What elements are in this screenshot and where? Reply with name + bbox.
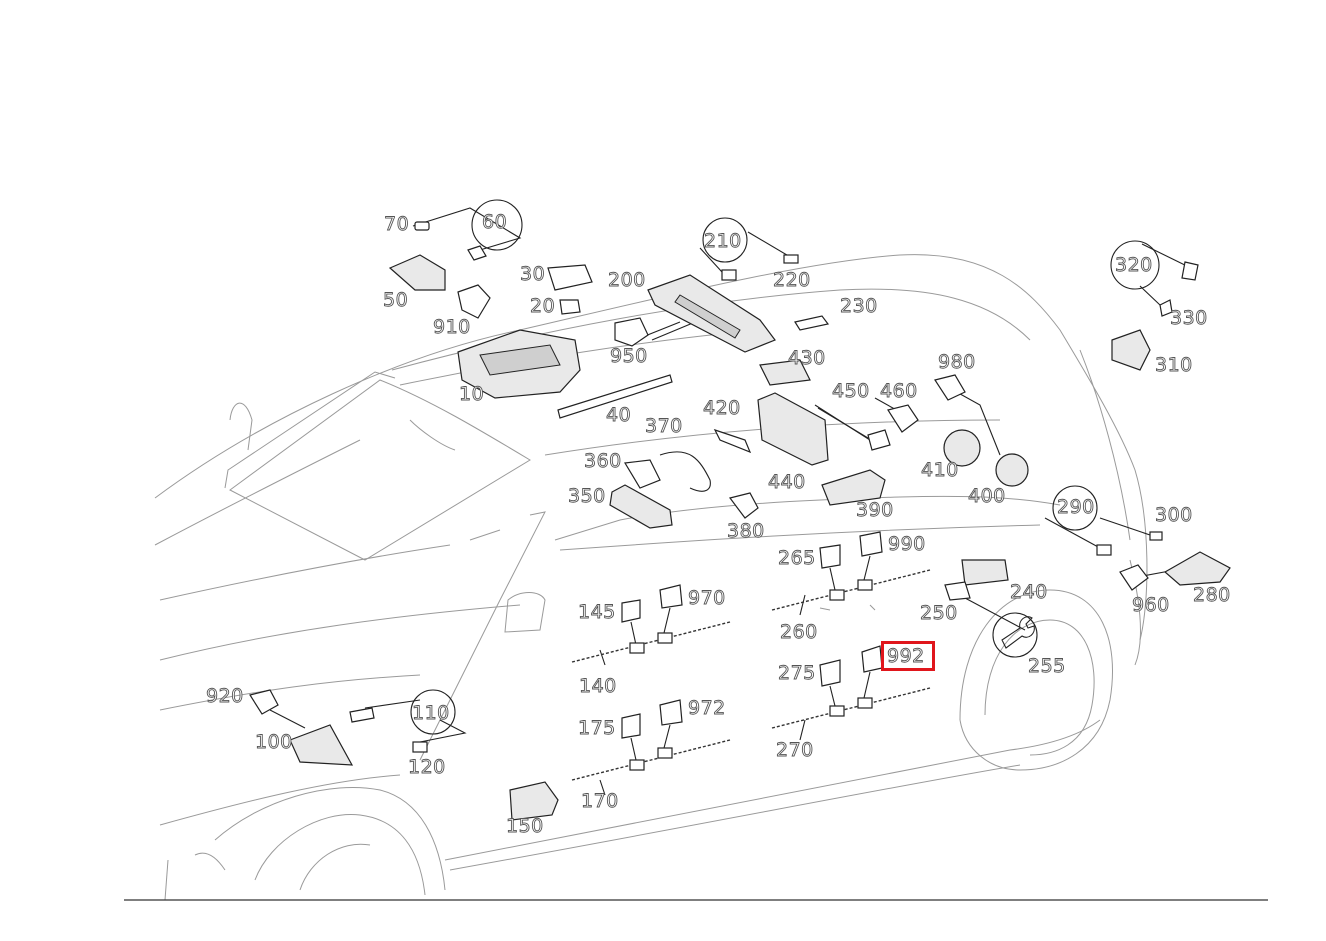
part-label-390[interactable]: 390: [856, 499, 894, 521]
part-label-145[interactable]: 145: [578, 601, 616, 623]
part-label-230[interactable]: 230: [840, 295, 878, 317]
part-label-270[interactable]: 270: [776, 739, 814, 761]
part-label-290[interactable]: 290: [1057, 496, 1095, 518]
part-label-250[interactable]: 250: [920, 602, 958, 624]
part-label-120[interactable]: 120: [408, 756, 446, 778]
part-label-360[interactable]: 360: [584, 450, 622, 472]
part-label-990[interactable]: 990: [888, 533, 926, 555]
part-label-380[interactable]: 380: [727, 520, 765, 542]
part-label-410[interactable]: 410: [921, 459, 959, 481]
part-label-430[interactable]: 430: [788, 347, 826, 369]
part-label-910[interactable]: 910: [433, 316, 471, 338]
part-label-265[interactable]: 265: [778, 547, 816, 569]
part-label-240[interactable]: 240: [1010, 581, 1048, 603]
part-label-920[interactable]: 920: [206, 685, 244, 707]
part-label-30[interactable]: 30: [520, 263, 546, 285]
part-label-60[interactable]: 60: [482, 211, 508, 233]
parts: [249, 221, 1231, 821]
part-label-10[interactable]: 10: [459, 383, 485, 405]
part-label-20[interactable]: 20: [530, 295, 556, 317]
part-label-320[interactable]: 320: [1115, 254, 1153, 276]
part-label-420[interactable]: 420: [703, 397, 741, 419]
part-label-330[interactable]: 330: [1170, 307, 1208, 329]
part-label-275[interactable]: 275: [778, 662, 816, 684]
highlight-box-992: [881, 641, 935, 671]
vehicle-outline: [154, 254, 1148, 901]
part-label-310[interactable]: 310: [1155, 354, 1193, 376]
part-label-220[interactable]: 220: [773, 269, 811, 291]
part-label-170[interactable]: 170: [581, 790, 619, 812]
part-label-100[interactable]: 100: [255, 731, 293, 753]
part-label-992[interactable]: 992: [887, 645, 925, 667]
part-label-175[interactable]: 175: [578, 717, 616, 739]
part-label-450[interactable]: 450: [832, 380, 870, 402]
part-label-280[interactable]: 280: [1193, 584, 1231, 606]
part-label-370[interactable]: 370: [645, 415, 683, 437]
callout-circles: [410, 199, 1160, 735]
part-label-110[interactable]: 110: [412, 702, 450, 724]
part-label-260[interactable]: 260: [780, 621, 818, 643]
part-label-200[interactable]: 200: [608, 269, 646, 291]
part-label-972[interactable]: 972: [688, 697, 726, 719]
part-label-300[interactable]: 300: [1155, 504, 1193, 526]
part-label-960[interactable]: 960: [1132, 594, 1170, 616]
part-label-255[interactable]: 255: [1028, 655, 1066, 677]
part-label-980[interactable]: 980: [938, 351, 976, 373]
part-label-970[interactable]: 970: [688, 587, 726, 609]
part-label-150[interactable]: 150: [506, 815, 544, 837]
part-label-70[interactable]: 70: [384, 213, 410, 235]
part-label-140[interactable]: 140: [579, 675, 617, 697]
light-strip-assemblies: [571, 531, 931, 781]
part-label-460[interactable]: 460: [880, 380, 918, 402]
part-label-440[interactable]: 440: [768, 471, 806, 493]
part-label-50[interactable]: 50: [383, 289, 409, 311]
part-label-350[interactable]: 350: [568, 485, 606, 507]
part-label-950[interactable]: 950: [610, 345, 648, 367]
part-label-210[interactable]: 210: [704, 230, 742, 252]
part-label-400[interactable]: 400: [968, 485, 1006, 507]
part-label-40[interactable]: 40: [606, 404, 632, 426]
